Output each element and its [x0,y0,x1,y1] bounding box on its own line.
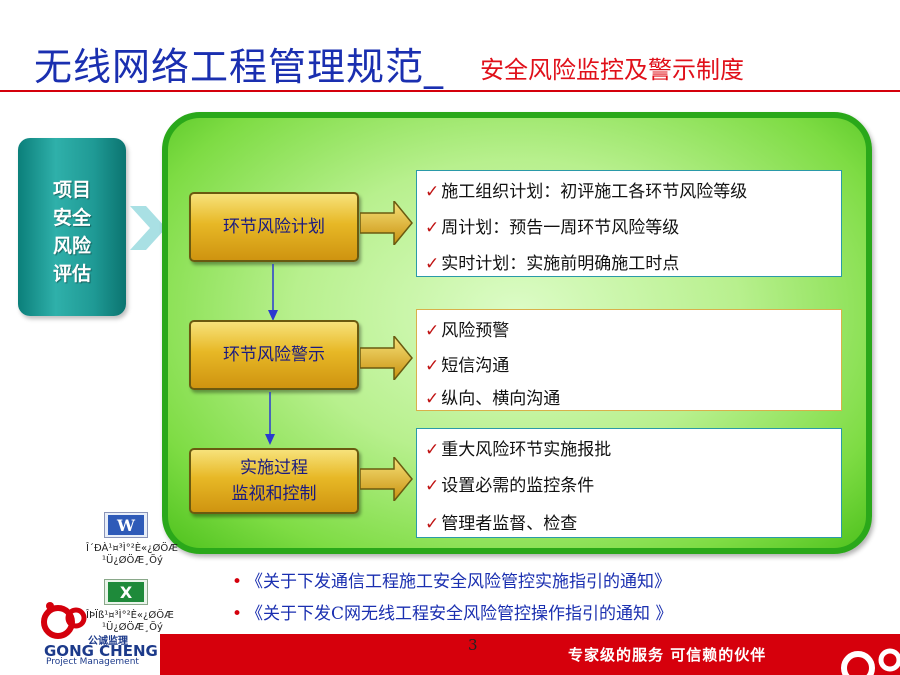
step-risk-plan-button[interactable]: 环节风险计划 [189,192,359,262]
process-monitor-list: ✓重大风险环节实施报批 ✓设置必需的监控条件 ✓管理者监督、检查 [416,428,842,538]
excel-attachment-label[interactable]: ÎÞÏß¹¤³Ì°²È«¿ØÖÆ ¹Ü¿ØÖÆ¸Õý [86,610,174,633]
list-item: ✓管理者监督、检查 [425,514,578,534]
risk-warning-list: ✓风险预警 ✓短信沟通 ✓纵向、横向沟通 [416,309,842,411]
notice-link[interactable]: •《关于下发通信工程施工安全风险管控实施指引的通知》 [232,572,672,592]
list-item: ✓设置必需的监控条件 [425,476,595,496]
check-icon: ✓ [425,356,440,376]
arrow-right-icon [360,201,413,245]
word-document-icon[interactable]: W [104,512,148,538]
page-subtitle: 安全风险监控及警示制度 [480,56,744,84]
footer-slogan: 专家级的服务 可信赖的伙伴 [568,646,767,664]
list-item: ✓风险预警 [425,321,510,341]
list-item: ✓重大风险环节实施报批 [425,440,612,460]
project-risk-assessment-box [18,138,126,316]
logo-name: GONG CHENG [44,642,158,660]
svg-text:X: X [120,583,133,602]
arrow-right-icon [360,336,413,380]
step-risk-warning-button[interactable]: 环节风险警示 [189,320,359,390]
step-risk-plan-label: 环节风险计划 [223,217,325,237]
word-attachment-label[interactable]: Î´ÐÀ¹¤³Ì°²È«¿ØÖÆ ¹Ü¿ØÖÆ¸Õý [86,543,178,566]
check-icon: ✓ [425,476,440,496]
page-number: 3 [468,636,478,654]
list-item: ✓周计划：预告一周环节风险等级 [425,218,680,238]
excel-document-icon[interactable]: X [104,579,148,605]
bullet-icon: • [232,572,243,592]
step-process-monitor-label: 实施过程 [240,458,308,478]
svg-text:W: W [116,516,136,535]
list-item: ✓短信沟通 [425,356,510,376]
chevron-right-icon [130,206,166,250]
title-divider [0,90,900,92]
check-icon: ✓ [425,218,440,238]
check-icon: ✓ [425,514,440,534]
arrow-down-icon [268,264,278,321]
risk-plan-list: ✓施工组织计划：初评施工各环节风险等级 ✓周计划：预告一周环节风险等级 ✓实时计… [416,170,842,277]
left-panel-line: 项目 [52,179,91,201]
company-logo-icon [41,602,87,639]
project-risk-assessment-label: 项目 安全 风险 评估 [18,176,126,288]
check-icon: ✓ [425,440,440,460]
list-item: ✓纵向、横向沟通 [425,389,561,409]
check-icon: ✓ [425,182,440,202]
left-panel-line: 评估 [52,263,91,285]
list-item: ✓实时计划：实施前明确施工时点 [425,254,680,274]
left-panel-line: 风险 [52,235,91,257]
step-risk-warning-label: 环节风险警示 [223,345,325,365]
step-process-monitor-button[interactable]: 实施过程 监视和控制 [189,448,359,514]
check-icon: ✓ [425,321,440,341]
arrow-right-icon [360,457,413,501]
logo-subtitle: Project Management [46,657,139,667]
footer-bar [160,634,900,675]
bullet-icon: • [232,604,243,624]
step-process-monitor-label: 监视和控制 [231,484,317,504]
arrow-down-icon [265,392,275,445]
left-panel-line: 安全 [52,207,91,229]
footer-logo-mark-icon [841,648,900,675]
list-item: ✓施工组织计划：初评施工各环节风险等级 [425,182,748,202]
check-icon: ✓ [425,254,440,274]
page-title: 无线网络工程管理规范_ [34,45,445,89]
notice-link[interactable]: •《关于下发C网无线工程安全风险管控操作指引的通知 》 [232,604,673,624]
check-icon: ✓ [425,389,440,409]
logo-chinese-name: 公诚监理 [88,636,128,647]
